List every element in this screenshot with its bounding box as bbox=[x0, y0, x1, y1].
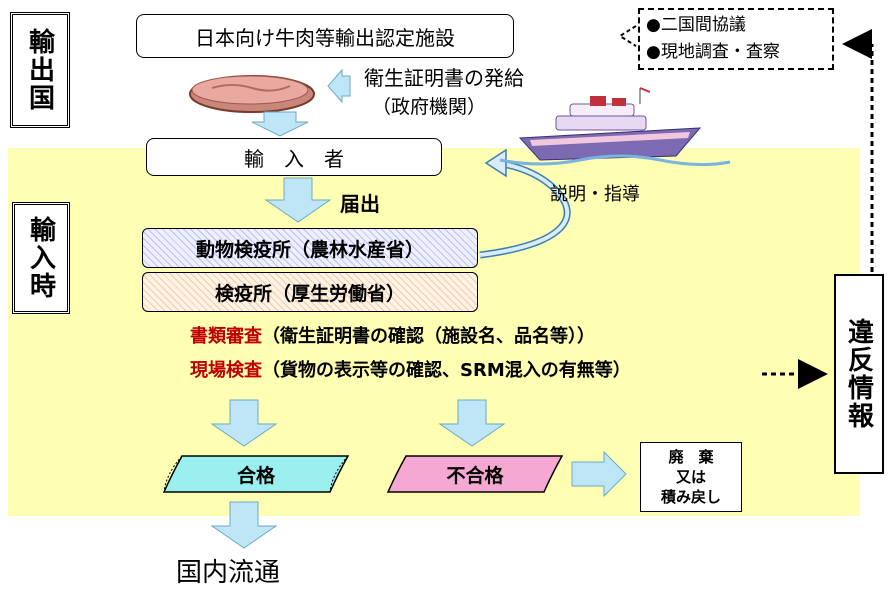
export-facility-box: 日本向け牛肉等輸出認定施設 bbox=[136, 14, 514, 58]
guidance-curved-arrow bbox=[479, 148, 571, 259]
down-arrow-fail bbox=[438, 399, 506, 447]
doc-review-term: 書類審査 bbox=[190, 326, 262, 347]
actions-box: ●二国間協議 ●現地調査・査察 bbox=[638, 8, 834, 70]
export-facility-text: 日本向け牛肉等輸出認定施設 bbox=[195, 25, 455, 50]
doc-review-detail: （衛生証明書の確認（施設名、品名等）） bbox=[262, 326, 595, 347]
explanation-guidance-label: 説明・指導 bbox=[550, 184, 640, 205]
down-arrow-domestic bbox=[210, 501, 278, 549]
importer-text: 輸 入 者 bbox=[244, 146, 344, 171]
animal-quarantine-box: 動物検疫所（農林水産省） bbox=[142, 228, 478, 268]
quarantine-station-text: 検疫所（厚生労働省） bbox=[214, 282, 405, 305]
pass-label: 合格 bbox=[236, 464, 275, 487]
domestic-distribution-label: 国内流通 bbox=[176, 558, 281, 588]
animal-quarantine-text: 動物検疫所（農林水産省） bbox=[195, 238, 424, 261]
disposal-line-2: 又は bbox=[675, 468, 706, 486]
notification-label: 届出 bbox=[340, 192, 380, 216]
export-country-label: 輸出国 bbox=[10, 12, 70, 128]
dotted-arrow-to-actions bbox=[842, 29, 874, 272]
violation-info-box: 違反情報 bbox=[834, 274, 884, 474]
right-arrow-to-disposal bbox=[571, 450, 627, 498]
action-onsite-survey: ●現地調査・査察 bbox=[646, 42, 780, 62]
onsite-inspection-line: 現場検査（貨物の表示等の確認、SRM混入の有無等） bbox=[190, 356, 631, 382]
certificate-issue-text: 衛生証明書の発給 bbox=[364, 66, 524, 90]
down-arrow-to-importer bbox=[251, 111, 309, 137]
fail-shape bbox=[386, 455, 564, 493]
disposal-line-1: 廃 棄 bbox=[668, 448, 714, 466]
disposal-line-3: 積み戻し bbox=[660, 488, 721, 506]
onsite-inspection-detail: （貨物の表示等の確認、SRM混入の有無等） bbox=[262, 360, 631, 381]
doc-review-line: 書類審査（衛生証明書の確認（施設名、品名等）） bbox=[190, 322, 595, 348]
action-bilateral-consultation: ●二国間協議 bbox=[646, 15, 746, 35]
quarantine-station-box: 検疫所（厚生労働省） bbox=[142, 272, 478, 312]
fail-label: 不合格 bbox=[446, 464, 504, 487]
onsite-inspection-term: 現場検査 bbox=[190, 360, 262, 381]
import-stage-label: 輸入時 bbox=[12, 202, 70, 314]
ship-icon bbox=[499, 87, 731, 167]
notification-arrow bbox=[264, 177, 332, 223]
meat-icon bbox=[189, 75, 315, 113]
pass-shape bbox=[162, 455, 350, 493]
dashed-arrow-left bbox=[618, 25, 637, 47]
certificate-issuer-text: （政府機関） bbox=[372, 96, 487, 118]
certificate-arrow bbox=[327, 68, 351, 104]
disposal-box: 廃 棄 又は 積み戻し bbox=[640, 442, 742, 512]
importer-box: 輸 入 者 bbox=[146, 138, 442, 176]
down-arrow-pass bbox=[210, 399, 278, 447]
